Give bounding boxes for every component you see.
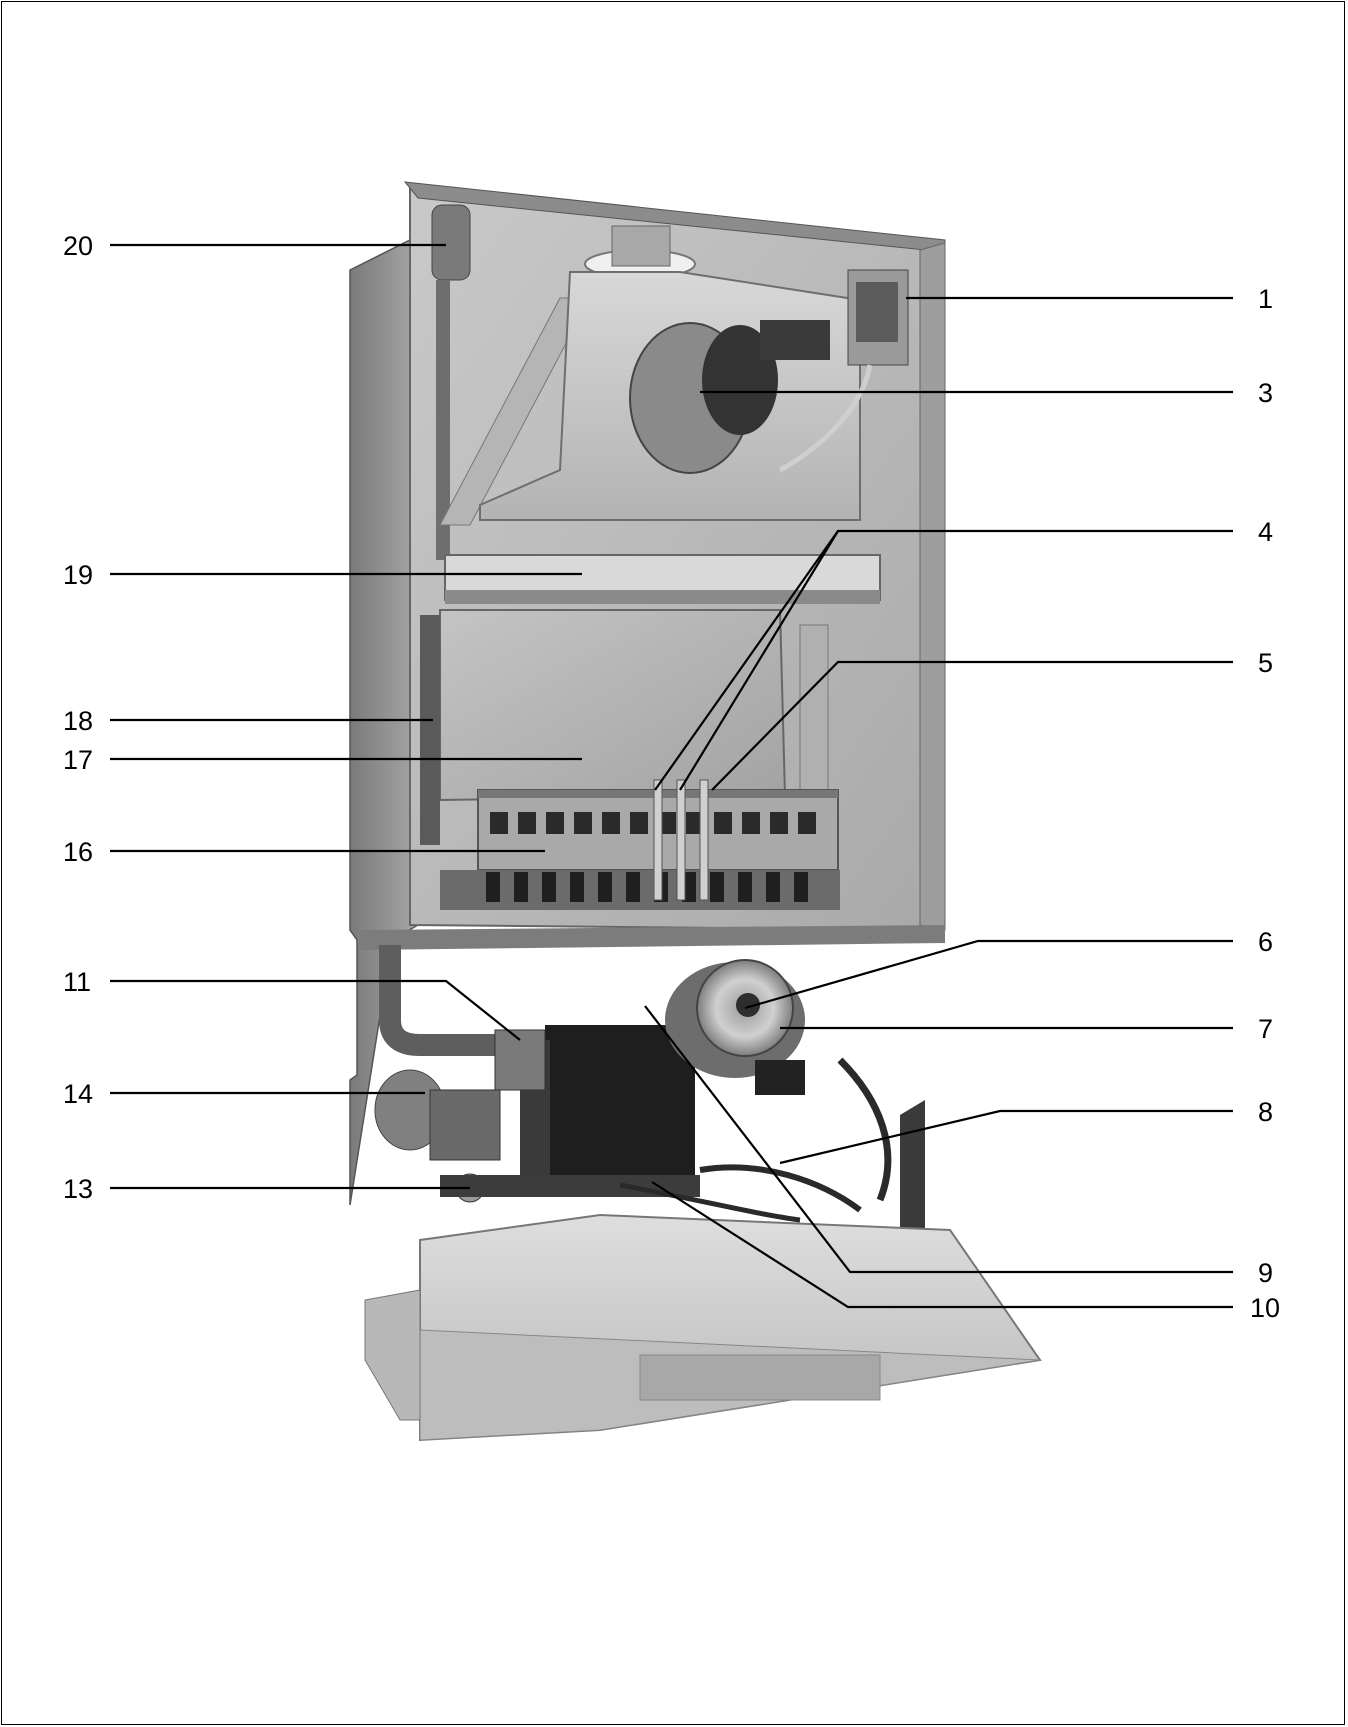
burner-window [630, 812, 648, 834]
control-box-recess [639, 1354, 881, 1401]
callout-13: 13 [63, 1174, 93, 1204]
burner-window [714, 812, 732, 834]
flue-spigot [611, 225, 671, 267]
fan-bracket [760, 320, 830, 360]
diverter-body [429, 1089, 501, 1161]
burner-window [602, 812, 620, 834]
burner-jet [514, 872, 528, 902]
flow-pipe-left [436, 280, 450, 560]
burner-window [574, 812, 592, 834]
cable-1 [837, 1057, 892, 1202]
return-pipe [420, 615, 440, 845]
callout-14: 14 [63, 1079, 93, 1109]
electrode-b [676, 779, 686, 901]
sensing-tube [778, 364, 873, 473]
cable-2 [699, 1164, 862, 1213]
leader-9 [644, 1005, 1233, 1274]
callout-16: 16 [63, 837, 93, 867]
callout-4: 4 [1258, 517, 1273, 547]
casing-right-wall [919, 242, 946, 931]
auto-air-vent [431, 204, 471, 281]
burner-window [798, 812, 816, 834]
burner-jet [570, 872, 584, 902]
leader-6 [744, 939, 1233, 1010]
burner-jet [486, 872, 500, 902]
burner-jet [542, 872, 556, 902]
leader-8 [779, 1109, 1233, 1165]
burner-jets [486, 872, 808, 902]
callout-5: 5 [1258, 648, 1273, 678]
boiler-illustration [349, 181, 1042, 1442]
callout-1: 1 [1258, 284, 1273, 314]
side-bracket [900, 1100, 925, 1240]
fan-motor [702, 325, 778, 435]
cable-3 [619, 1182, 801, 1223]
pump-bleed-screw [736, 993, 760, 1017]
callout-17: 17 [63, 745, 93, 775]
burner-window [518, 812, 536, 834]
callout-18: 18 [63, 706, 93, 736]
leader-11 [110, 979, 521, 1041]
callout-8: 8 [1258, 1097, 1273, 1127]
leader-10 [651, 1181, 1233, 1309]
chamber-floor [360, 925, 945, 950]
bottom-manifold [440, 1175, 700, 1197]
flow-pipe-bend [379, 945, 510, 1056]
burner-jet [794, 872, 808, 902]
leader-5 [711, 660, 1233, 791]
pump-connector [755, 1060, 805, 1095]
electrode-a [653, 779, 663, 901]
electrode-c [699, 779, 709, 901]
callout-6: 6 [1258, 927, 1273, 957]
burner-window [770, 812, 788, 834]
burner-window [490, 812, 508, 834]
callout-20: 20 [63, 231, 93, 261]
burner-jet [626, 872, 640, 902]
callout-labels: 1 3 4 5 6 7 8 9 10 11 13 14 16 17 18 19 … [63, 231, 1280, 1323]
callout-19: 19 [63, 560, 93, 590]
callout-9: 9 [1258, 1258, 1273, 1288]
right-riser-pipe [799, 624, 829, 801]
callout-11: 11 [63, 967, 91, 997]
gas-valve [545, 1025, 695, 1190]
pressure-switch-body [856, 282, 898, 342]
leader-lines [110, 243, 1233, 1309]
burner-jet [598, 872, 612, 902]
callout-3: 3 [1258, 378, 1273, 408]
burner-jet [738, 872, 752, 902]
burner-window [742, 812, 760, 834]
leader-4b [679, 530, 839, 791]
burner-jet [710, 872, 724, 902]
burner-jet [766, 872, 780, 902]
burner-window [546, 812, 564, 834]
mounting-bracket [364, 1289, 421, 1421]
callout-7: 7 [1258, 1014, 1273, 1044]
hood-lip-shadow [445, 590, 880, 604]
combustion-chamber [439, 609, 787, 802]
callout-10: 10 [1250, 1293, 1280, 1323]
